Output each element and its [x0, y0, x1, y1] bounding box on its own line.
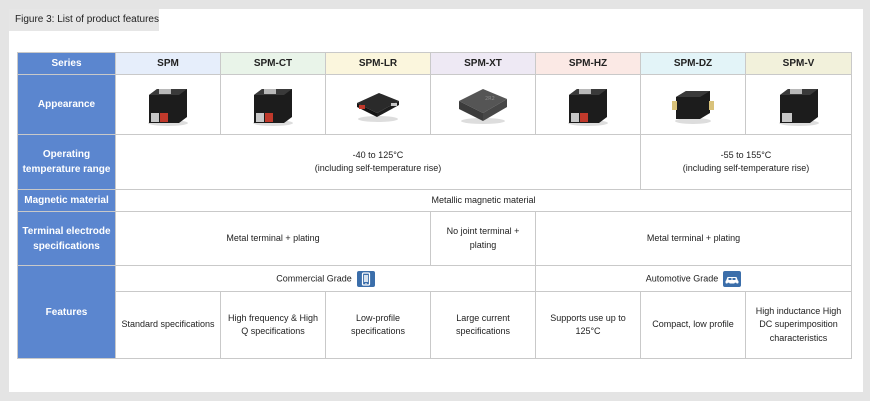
magnetic-material-header: Magnetic material	[17, 189, 116, 212]
appearance-spm	[115, 74, 221, 135]
appearance-header: Appearance	[17, 74, 116, 135]
inductor-image	[778, 88, 819, 126]
appearance-spm-hz	[535, 74, 641, 135]
inductor-image	[357, 92, 399, 122]
terminal-metal-plating-automotive: Metal terminal + plating	[535, 211, 852, 266]
smartphone-icon	[356, 270, 375, 287]
appearance-spm-lr	[325, 74, 431, 135]
feature-spm-v: High inductance High DC superimposition …	[745, 291, 852, 359]
inductor-image	[672, 90, 714, 124]
terminal-metal-plating: Metal terminal + plating	[115, 211, 431, 266]
figure-caption: Figure 3: List of product features	[9, 9, 159, 31]
temperature-value: -40 to 125°C	[352, 149, 404, 160]
inductor-image	[568, 88, 608, 126]
product-features-table: Series SPM SPM-CT SPM-LR SPM-XT SPM-HZ S…	[17, 52, 852, 359]
appearance-spm-ct	[220, 74, 326, 135]
automotive-grade-label: Automotive Grade	[645, 272, 719, 283]
series-spm-dz: SPM-DZ	[640, 52, 746, 75]
temperature-note: (including self-temperature rise)	[682, 163, 810, 173]
appearance-spm-xt: 2R2	[430, 74, 536, 135]
temperature-value: -55 to 155°C	[720, 149, 772, 160]
temperature-range-standard: -40 to 125°C (including self-temperature…	[115, 134, 641, 190]
feature-spm-xt: Large current specifications	[430, 291, 536, 359]
inductor-image: 2R2	[459, 88, 507, 124]
appearance-spm-v	[745, 74, 852, 135]
series-spm-ct: SPM-CT	[220, 52, 326, 75]
appearance-spm-dz	[640, 74, 746, 135]
series-spm-hz: SPM-HZ	[535, 52, 641, 75]
features-header: Features	[17, 265, 116, 359]
feature-spm: Standard specifications	[115, 291, 221, 359]
terminal-no-joint-plating: No joint terminal + plating	[430, 211, 536, 266]
terminal-header: Terminal electrode specifications	[17, 211, 116, 266]
commercial-grade: Commercial Grade	[115, 265, 536, 292]
feature-spm-ct: High frequency & High Q specifications	[220, 291, 326, 359]
magnetic-material-value: Metallic magnetic material	[115, 189, 852, 212]
temperature-range-extended: -55 to 155°C (including self-temperature…	[640, 134, 852, 190]
series-spm: SPM	[115, 52, 221, 75]
temperature-note: (including self-temperature rise)	[314, 163, 442, 173]
car-icon	[723, 270, 742, 287]
inductor-image	[253, 88, 293, 126]
series-header: Series	[17, 52, 116, 75]
series-spm-xt: SPM-XT	[430, 52, 536, 75]
series-spm-lr: SPM-LR	[325, 52, 431, 75]
svg-text:2R2: 2R2	[485, 96, 495, 102]
automotive-grade: Automotive Grade	[535, 265, 852, 292]
feature-spm-dz: Compact, low profile	[640, 291, 746, 359]
feature-spm-lr: Low-profile specifications	[325, 291, 431, 359]
commercial-grade-label: Commercial Grade	[276, 272, 352, 283]
inductor-image	[148, 88, 188, 126]
temperature-header: Operating temperature range	[17, 134, 116, 190]
feature-spm-hz: Supports use up to 125°C	[535, 291, 641, 359]
series-spm-v: SPM-V	[745, 52, 852, 75]
